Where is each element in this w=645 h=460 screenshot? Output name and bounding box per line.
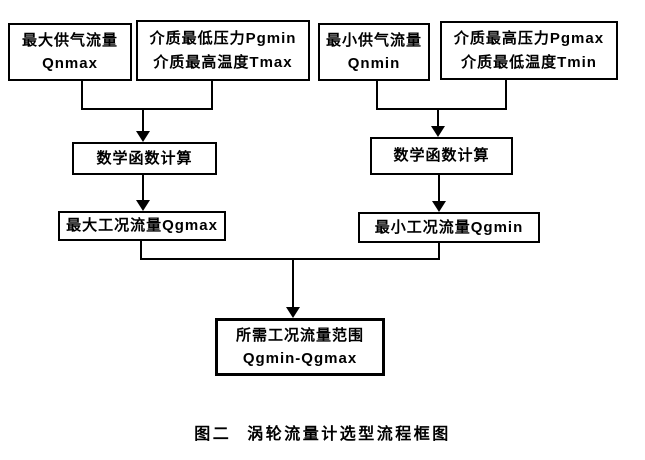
node-min-temp-line: 介质最低温度Tmin	[461, 53, 597, 71]
node-max-pressure-line: 介质最高压力Pgmax	[453, 30, 605, 48]
node-min-supply-flow: 最小供气流量 Qnmin	[318, 23, 430, 81]
node-qgmax: 最大工况流量Qgmax	[58, 211, 226, 241]
arrowhead-into-qgmin-icon	[432, 201, 446, 212]
node-result-range-line1: 所需工况流量范围	[235, 326, 364, 344]
connector-bottom-merge-horizontal	[140, 258, 440, 260]
node-math-calc-left: 数学函数计算	[72, 142, 217, 175]
connector-qnmin-down	[376, 81, 378, 110]
node-math-calc-left-label: 数学函数计算	[96, 149, 193, 167]
connector-left-merge-horizontal	[81, 108, 213, 110]
node-qgmin-label: 最小工况流量Qgmin	[374, 218, 524, 236]
node-min-pressure-line: 介质最低压力Pgmin	[149, 30, 297, 48]
node-max-supply-flow-line2: Qnmax	[42, 55, 98, 72]
connector-qgmin-down	[438, 243, 440, 260]
node-min-supply-flow-line1: 最小供气流量	[325, 31, 422, 49]
connector-result-stub	[292, 260, 294, 307]
node-qgmax-label: 最大工况流量Qgmax	[66, 217, 218, 235]
connector-qnmax-down	[81, 81, 83, 110]
node-min-pressure-max-temp: 介质最低压力Pgmin 介质最高温度Tmax	[136, 20, 310, 81]
node-max-supply-flow: 最大供气流量 Qnmax	[8, 23, 132, 81]
figure-caption-number: 图二	[194, 426, 232, 443]
figure-caption-title: 涡轮流量计选型流程框图	[247, 426, 451, 443]
connector-pgmin-down	[211, 81, 213, 110]
arrowhead-into-math-right-icon	[431, 126, 445, 137]
connector-left-merge-stub	[142, 110, 144, 131]
node-min-supply-flow-line2: Qnmin	[347, 55, 401, 72]
arrowhead-into-math-left-icon	[136, 131, 150, 142]
connector-math-right-down	[438, 175, 440, 202]
node-max-supply-flow-line1: 最大供气流量	[21, 31, 118, 49]
node-math-calc-right-label: 数学函数计算	[393, 147, 490, 165]
node-max-pressure-min-temp: 介质最高压力Pgmax 介质最低温度Tmin	[440, 21, 618, 80]
arrowhead-into-result-icon	[286, 307, 300, 318]
node-qgmin: 最小工况流量Qgmin	[358, 212, 540, 243]
node-result-range-line2: Qgmin-Qgmax	[242, 350, 358, 367]
connector-pgmax-down	[505, 80, 507, 110]
connector-right-merge-horizontal	[376, 108, 507, 110]
connector-qgmax-down	[140, 241, 142, 260]
node-math-calc-right: 数学函数计算	[370, 137, 513, 175]
arrowhead-into-qgmax-icon	[136, 200, 150, 211]
figure-caption: 图二涡轮流量计选型流程框图	[0, 420, 645, 444]
node-max-temp-line: 介质最高温度Tmax	[153, 53, 293, 71]
connector-math-left-down	[142, 175, 144, 201]
connector-right-merge-stub	[437, 110, 439, 126]
node-result-range: 所需工况流量范围 Qgmin-Qgmax	[215, 318, 385, 376]
